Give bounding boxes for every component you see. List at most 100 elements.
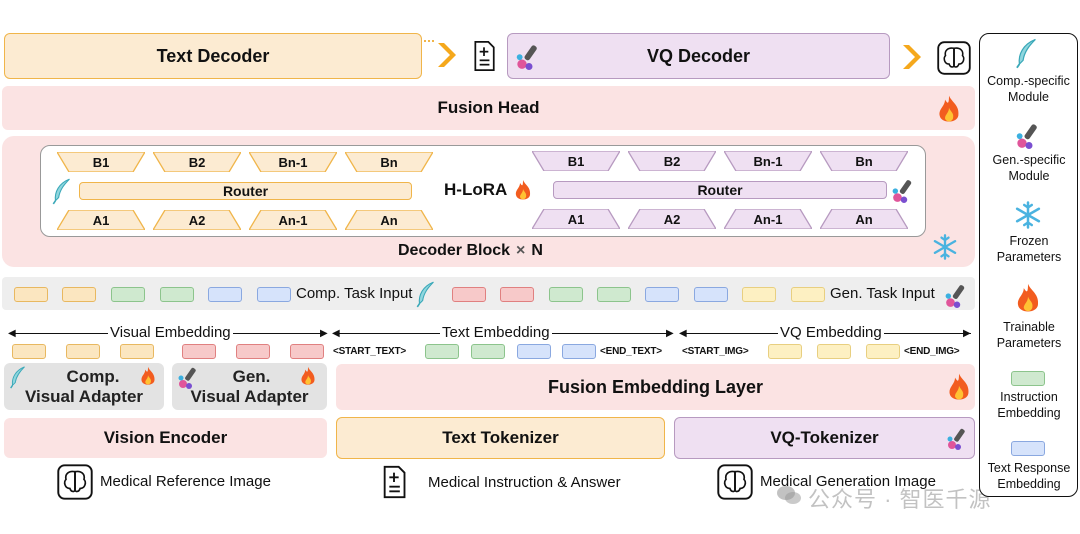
feather-icon (6, 364, 32, 390)
hlora-label-wrap: H-LoRA (444, 178, 535, 202)
decoder-block-label: Decoder Block × N (398, 242, 543, 260)
text-embedding-label: Text Embedding (440, 324, 552, 341)
lora-matrix: Bn-1 (249, 152, 337, 172)
token (817, 344, 851, 359)
token (517, 344, 551, 359)
decoder-block-text: Decoder Block (398, 242, 511, 259)
feather-icon (412, 278, 442, 310)
brush-icon (944, 424, 972, 452)
lora-matrix-label: B2 (663, 153, 681, 169)
lora-matrix: B2 (628, 151, 716, 171)
text-decoder-box: Text Decoder (4, 33, 422, 79)
lora-matrix-label: Bn-1 (278, 154, 308, 170)
fusion-head-box: Fusion Head (2, 86, 975, 130)
token (768, 344, 802, 359)
brush-icon (514, 41, 544, 71)
fire-icon (516, 180, 531, 200)
token (597, 287, 631, 302)
brush-icon (1014, 120, 1044, 150)
token (257, 287, 291, 302)
gen-adapter-line1: Gen. (232, 367, 271, 386)
legend-text-response-swatch (1011, 441, 1045, 456)
brush-icon (889, 175, 919, 205)
lora-matrix-label: An-1 (753, 211, 783, 227)
comp-adapter-line2: Visual Adapter (24, 387, 144, 406)
lora-matrix: Bn (345, 152, 433, 172)
fire-icon (136, 364, 160, 388)
token (645, 287, 679, 302)
brain-scan-icon (56, 463, 94, 501)
token (694, 287, 728, 302)
legend-instruction-swatch (1011, 371, 1045, 386)
n-symbol: N (531, 242, 543, 259)
lora-matrix: Bn (820, 151, 908, 171)
legend-frozen: Frozen Parameters (996, 234, 1062, 264)
token (62, 287, 96, 302)
arrow-right: ▶ (963, 328, 971, 339)
lora-matrix-label: An (380, 212, 398, 228)
start-text-token: <START_TEXT> (333, 346, 406, 357)
lora-matrix-label: Bn (855, 153, 873, 169)
legend-gen-specific: Gen.-specific Module (992, 153, 1066, 183)
lora-matrix: A2 (153, 210, 241, 230)
lora-matrix-label: A2 (663, 211, 681, 227)
lora-matrix-label: B1 (567, 153, 585, 169)
legend-text-response: Text Response Embedding (987, 461, 1071, 491)
end-text-token: <END_TEXT> (600, 346, 662, 357)
vq-decoder-box: VQ Decoder (507, 33, 890, 79)
token (208, 287, 242, 302)
fire-icon (1010, 280, 1046, 316)
fire-icon (942, 369, 976, 405)
arrow-left: ◀ (8, 328, 16, 339)
lora-matrix-label: Bn (380, 154, 398, 170)
lora-matrix-label: A2 (188, 212, 206, 228)
legend-comp-specific: Comp.-specific Module (987, 74, 1070, 104)
medical-generation-image-label: Medical Generation Image (760, 473, 936, 490)
watermark: 公众号 · 智医千源 (808, 487, 992, 512)
lora-matrix-label: A1 (92, 212, 110, 228)
brain-scan-icon (936, 40, 972, 76)
snowflake-icon (1012, 199, 1044, 231)
lora-matrix: B2 (153, 152, 241, 172)
arrow-left: ◀ (332, 328, 340, 339)
token (290, 344, 324, 359)
token (549, 287, 583, 302)
token (120, 344, 154, 359)
token (562, 344, 596, 359)
medical-reference-image-label: Medical Reference Image (100, 473, 271, 490)
lora-matrix: B1 (57, 152, 145, 172)
text-tokenizer-box: Text Tokenizer (336, 417, 665, 459)
brain-scan-icon (716, 463, 754, 501)
token (500, 287, 534, 302)
document-icon (378, 462, 410, 502)
gen-task-input-label: Gen. Task Input (830, 285, 935, 302)
lora-matrix-label: B1 (92, 154, 110, 170)
medical-instruction-label: Medical Instruction & Answer (428, 474, 621, 491)
snowflake-icon (930, 232, 960, 262)
lora-matrix-label: An (855, 211, 873, 227)
legend-instruction: Instruction Embedding (997, 390, 1061, 420)
token (866, 344, 900, 359)
end-img-token: <END_IMG> (904, 346, 960, 357)
gen-visual-adapter: Gen. Visual Adapter (172, 363, 327, 410)
brush-icon (942, 280, 972, 310)
lora-matrix: A1 (57, 210, 145, 230)
arrow-right: ▶ (666, 328, 674, 339)
times-symbol: × (516, 242, 526, 259)
lora-matrix: A2 (628, 209, 716, 229)
vision-encoder-box: Vision Encoder (4, 418, 327, 458)
wechat-icon (776, 483, 802, 507)
legend-panel (979, 33, 1078, 497)
router-left: Router (79, 182, 412, 200)
token (742, 287, 776, 302)
lora-matrix-label: An-1 (278, 212, 308, 228)
fusion-embedding-layer: Fusion Embedding Layer (336, 364, 975, 410)
vq-decoder-label: VQ Decoder (646, 45, 751, 66)
token (160, 287, 194, 302)
comp-visual-adapter: Comp. Visual Adapter (4, 363, 164, 410)
lora-matrix: Bn-1 (724, 151, 812, 171)
lora-matrix-label: A1 (567, 211, 585, 227)
lora-matrix: A1 (532, 209, 620, 229)
lora-matrix-label: B2 (188, 154, 206, 170)
lora-matrix: An-1 (249, 210, 337, 230)
